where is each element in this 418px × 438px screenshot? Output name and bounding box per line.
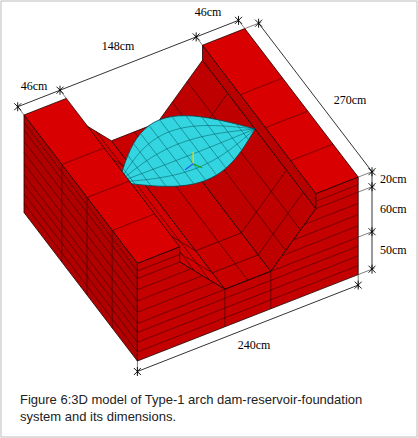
reservoir-surface <box>119 116 255 187</box>
dimension-label: 270cm <box>334 93 367 107</box>
dimension-line <box>255 20 262 27</box>
mesh-line <box>137 237 358 323</box>
mesh-line <box>137 254 179 271</box>
dimension-line <box>355 282 362 289</box>
dimension-line <box>134 368 141 375</box>
mesh-line <box>24 194 137 343</box>
mesh-line <box>137 266 358 352</box>
dimension-lines <box>14 16 375 376</box>
figure-caption: Figure 6:3D model of Type-1 arch dam-res… <box>20 391 405 425</box>
dimension-label: 148cm <box>102 39 135 53</box>
dimension-line <box>355 282 362 289</box>
mesh-line <box>291 144 333 161</box>
mesh-line <box>137 256 358 342</box>
mesh-line <box>24 130 137 279</box>
mesh-line <box>137 269 191 290</box>
mesh-line <box>112 231 113 329</box>
mesh-line <box>137 262 179 279</box>
reservoir-mesh <box>119 126 255 183</box>
dimension-label: 20cm <box>380 172 407 186</box>
mesh-line <box>212 255 258 273</box>
mesh-line <box>62 148 104 165</box>
mesh-line <box>137 246 358 332</box>
dimension-label: 46cm <box>21 79 48 93</box>
dimension-line <box>358 281 359 290</box>
axis-triad <box>192 152 193 164</box>
left-side-face <box>24 115 137 361</box>
mesh-line <box>224 289 225 327</box>
mesh-line <box>240 78 282 95</box>
dimension-label: 240cm <box>238 338 271 352</box>
dam-foundation-model <box>24 29 358 361</box>
reservoir-mesh <box>119 129 255 182</box>
dimension-line <box>18 20 239 106</box>
mesh-line <box>316 192 358 209</box>
mesh-line <box>137 282 213 312</box>
dimension-line <box>255 20 262 27</box>
mesh-line <box>270 271 271 309</box>
mesh-line <box>137 276 202 301</box>
mesh-line <box>24 204 137 353</box>
axis-triad <box>185 164 193 170</box>
mesh-line <box>24 184 137 333</box>
mesh-line <box>112 214 154 231</box>
dimension-line <box>258 19 259 28</box>
dimension-label: 46cm <box>195 5 222 19</box>
axis-triad <box>193 164 202 168</box>
dimension-label: 60cm <box>380 202 407 216</box>
reservoir-mesh <box>186 116 226 168</box>
right-abutment-top <box>203 29 359 194</box>
dimension-line <box>259 23 372 172</box>
front-face <box>137 177 358 361</box>
mesh-line <box>316 185 358 202</box>
mesh-line <box>293 215 358 240</box>
mesh-line <box>241 170 286 233</box>
mesh-line <box>24 153 137 302</box>
mesh-line <box>305 203 359 224</box>
mesh-line <box>24 123 137 272</box>
mesh-line <box>24 141 137 290</box>
reservoir-mesh <box>119 129 255 182</box>
reservoir-mesh <box>119 129 255 182</box>
mesh-line <box>61 165 62 263</box>
mesh-line <box>24 164 137 313</box>
mesh-line <box>282 226 358 256</box>
reservoir-mesh <box>134 144 167 187</box>
mesh-line <box>24 175 137 324</box>
reservoir-mesh <box>219 120 242 150</box>
mesh-line <box>195 233 241 251</box>
reservoir-mesh <box>141 133 181 185</box>
dimension-line <box>134 368 141 375</box>
reservoir-mesh <box>202 117 235 160</box>
mesh-line <box>87 198 88 296</box>
dimension-label: 50cm <box>380 243 407 257</box>
mesh-line <box>87 181 129 198</box>
reservoir-mesh <box>237 124 249 140</box>
mesh-line <box>265 111 307 128</box>
reservoir-mesh <box>160 120 206 181</box>
dimension-line <box>137 367 138 376</box>
dimension-line <box>372 172 373 270</box>
dimension-line <box>137 285 358 371</box>
